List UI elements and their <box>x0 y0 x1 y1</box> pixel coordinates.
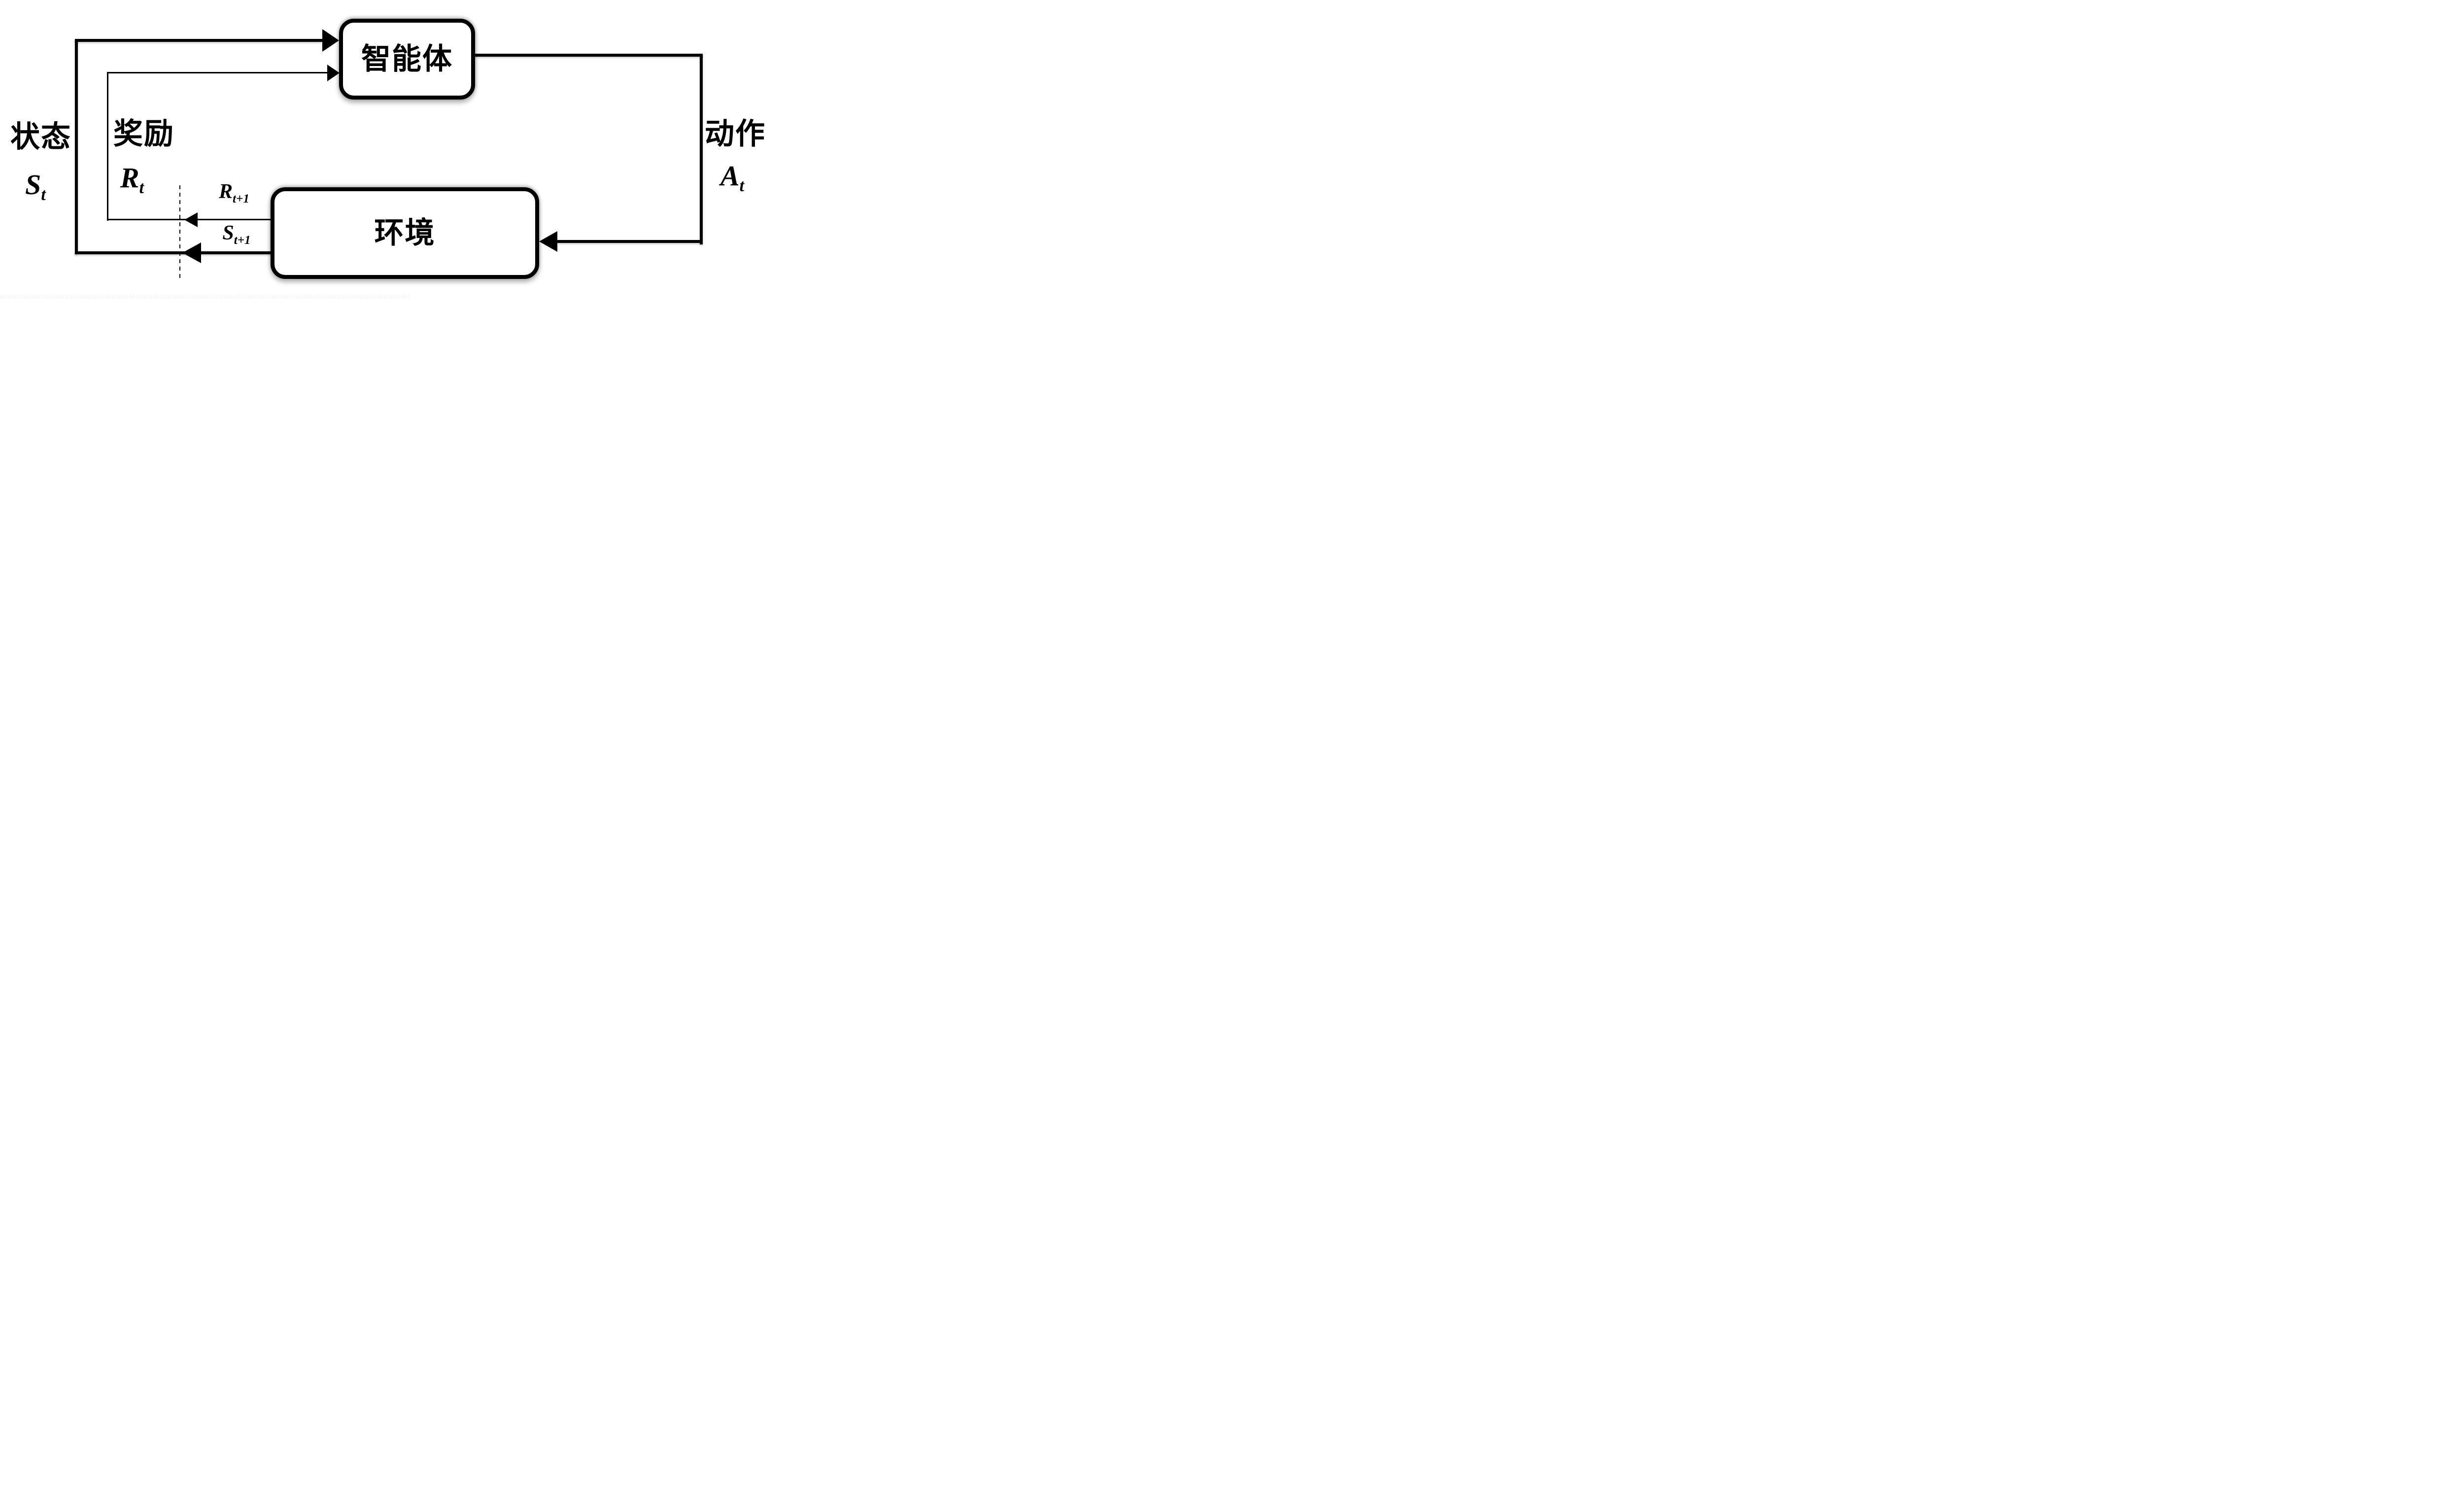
time-boundary-dashed-line <box>179 185 180 281</box>
reward-into-agent-arrowhead-icon <box>327 65 340 81</box>
faint-caption-artifact <box>0 294 409 299</box>
state-into-agent-arrowhead-icon <box>322 29 339 52</box>
state-label-zh: 状态 <box>10 121 71 153</box>
reward-symbol-letter: R <box>120 162 139 194</box>
reward-loop-line-vertical <box>107 72 108 221</box>
action-symbol-subscript: t <box>739 176 745 196</box>
environment-box: 环境 <box>271 187 539 279</box>
next-state-symbol-letter: S <box>222 222 234 244</box>
action-loop-line-top <box>472 54 703 57</box>
next-reward-symbol-label: Rt+1 <box>197 181 271 205</box>
action-loop-line-vertical <box>700 54 703 244</box>
next-reward-symbol-letter: R <box>219 180 233 203</box>
reward-loop-line-top <box>107 72 328 73</box>
agent-label: 智能体 <box>361 43 453 75</box>
agent-box: 智能体 <box>339 19 475 100</box>
action-label-zh: 动作 <box>705 118 766 150</box>
environment-label: 环境 <box>374 217 436 249</box>
action-symbol-label: At <box>698 162 767 195</box>
reward-symbol-label: Rt <box>98 164 167 197</box>
next-reward-arrowhead-icon <box>184 212 198 227</box>
rl-loop-diagram: 智能体 环境 状态 St 奖励 Rt 动作 At Rt+1 St+1 <box>0 0 788 301</box>
reward-symbol-subscript: t <box>139 178 144 198</box>
state-symbol-subscript: t <box>41 185 46 205</box>
state-loop-line-bottom <box>75 251 272 254</box>
next-reward-symbol-subscript: t+1 <box>233 192 249 205</box>
state-symbol-label: St <box>1 171 70 204</box>
state-loop-line-top <box>75 39 323 42</box>
state-symbol-letter: S <box>25 169 41 201</box>
next-state-symbol-label: St+1 <box>200 223 274 246</box>
reward-label-zh: 奖励 <box>113 118 174 150</box>
state-loop-line-vertical <box>75 39 78 254</box>
action-loop-line-bottom <box>555 240 702 243</box>
action-into-environment-arrowhead-icon <box>539 231 557 252</box>
next-state-arrowhead-icon <box>182 242 201 263</box>
next-state-symbol-subscript: t+1 <box>234 233 251 247</box>
action-symbol-letter: A <box>720 160 740 192</box>
